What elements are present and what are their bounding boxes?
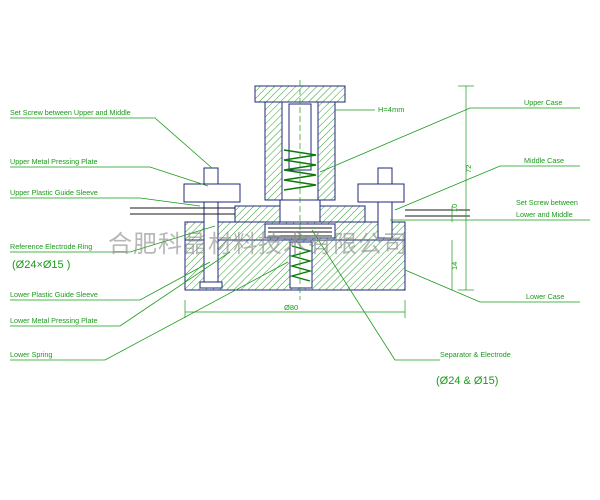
- leader-lines: [10, 107, 590, 361]
- watermark-text: 合肥科晶材料技术有限公司: [108, 230, 408, 258]
- leader-lower-case: [404, 269, 580, 303]
- label-separator-dims: (Ø24 & Ø15): [436, 375, 498, 387]
- dim-10-label: 10: [450, 204, 459, 212]
- leader-lower-spring: [10, 261, 289, 361]
- label-upper-plastic-sleeve: Upper Plastic Guide Sleeve: [10, 188, 98, 197]
- label-set-screw-upper-middle: Set Screw between Upper and Middle: [10, 108, 131, 117]
- dim-72-label: 72: [464, 165, 473, 173]
- dim-h-label: H=4mm: [378, 105, 404, 114]
- left-pin-head: [199, 281, 223, 289]
- label-reference-ring: Reference Electrode Ring: [10, 242, 92, 251]
- dimension-lines: [184, 85, 474, 318]
- label-reference-ring-dims: (Ø24×Ø15 ): [12, 259, 70, 271]
- label-upper-metal-plate: Upper Metal Pressing Plate: [10, 157, 98, 166]
- label-lower-metal-plate: Lower Metal Pressing Plate: [10, 316, 98, 325]
- label-middle-case: Middle Case: [524, 156, 564, 165]
- label-lower-plastic-sleeve: Lower Plastic Guide Sleeve: [10, 290, 98, 299]
- dim-80-label: Ø80: [284, 303, 298, 312]
- label-set-screw-lower-middle-2: Lower and Middle: [516, 210, 573, 219]
- upper-plastic-guide-sleeve-left: [183, 183, 241, 203]
- leader-middle-case: [394, 165, 580, 211]
- leader-lower-metal-plate: [10, 251, 231, 327]
- upper-plastic-guide-sleeve-right: [357, 183, 405, 203]
- label-lower-spring: Lower Spring: [10, 350, 52, 359]
- leader-lower-plastic-sleeve: [10, 261, 211, 301]
- leader-upper-case: [319, 107, 580, 173]
- upper-spring: [283, 149, 317, 191]
- label-lower-case: Lower Case: [526, 292, 564, 301]
- dim-14-label: 14: [450, 262, 459, 270]
- right-pin: [377, 167, 393, 239]
- label-set-screw-lower-middle-1: Set Screw between: [516, 198, 578, 207]
- label-separator-electrode: Separator & Electrode: [440, 350, 511, 359]
- lower-spring: [289, 245, 313, 282]
- leader-set-screw-upper-middle: [10, 117, 213, 169]
- assembly-drawing: [130, 80, 470, 300]
- label-upper-case: Upper Case: [524, 98, 562, 107]
- leader-upper-plastic-sleeve: [10, 197, 201, 207]
- leader-separator-electrode: [311, 229, 440, 361]
- leader-reference-ring: [10, 225, 216, 253]
- leader-upper-metal-plate: [10, 166, 209, 187]
